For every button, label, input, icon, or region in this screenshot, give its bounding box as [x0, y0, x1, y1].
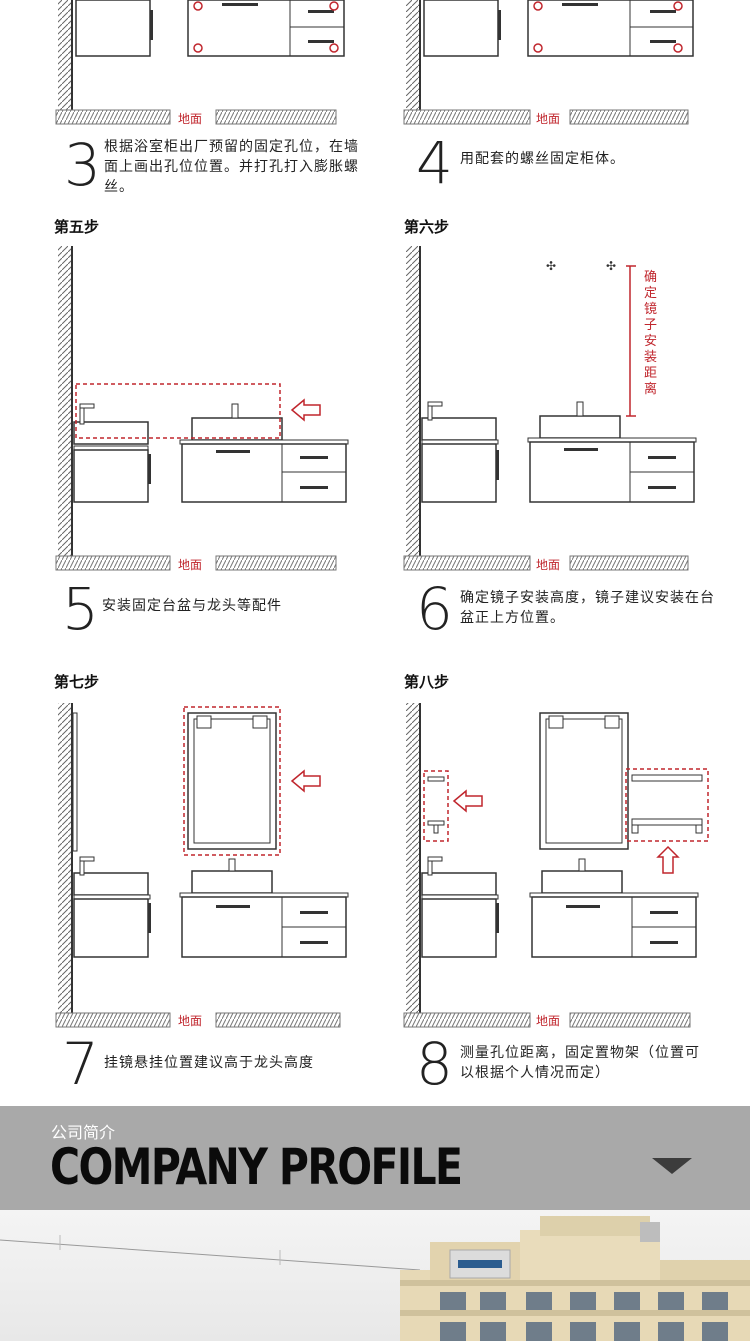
step-description: 挂镜悬挂位置建议高于龙头高度 [104, 1055, 314, 1071]
floor-label: 地面 [536, 558, 561, 572]
floor-label: 地面 [178, 1014, 203, 1028]
step-4-panel: 地面 4 用配套的螺丝固定柜体。 [400, 0, 740, 440]
step-8-panel: 第八步 [400, 665, 740, 1105]
company-building-photo [0, 1210, 750, 1341]
floor-label: 地面 [178, 558, 203, 572]
step-description: 确定镜子安装高度，镜子建议安装在台盆正上方位置。 [460, 590, 715, 626]
step-6-panel: 第六步 ✣ ✣ 确定镜子安装距离 地面 6 确定镜子安装高度，镜子建议安装在台盆… [400, 210, 740, 650]
step-3-panel: 地面 3 根据浴室柜出厂预留的固定孔位，在墙面上画出孔位位置。并打孔打入膨胀螺丝… [50, 0, 390, 440]
step-7-drawing [55, 703, 349, 1028]
step-number: 7 [62, 1030, 99, 1098]
step-title: 第六步 [404, 218, 450, 236]
step-number: 6 [416, 575, 453, 643]
step-3-drawing [55, 0, 345, 125]
step-title: 第五步 [54, 218, 100, 236]
step-5-panel: 第五步 地面 5 安装固定台盆与龙头等配件 [50, 210, 390, 650]
company-profile-banner [0, 1106, 750, 1210]
step-title: 第八步 [404, 673, 450, 691]
step-number: 4 [416, 129, 453, 197]
company-profile-subtitle: 公司简介 [51, 1123, 116, 1142]
floor-label: 地面 [536, 112, 561, 126]
step-title: 第七步 [54, 673, 100, 691]
step-number: 3 [64, 131, 101, 199]
svg-text:✣: ✣ [606, 259, 616, 273]
step-description: 用配套的螺丝固定柜体。 [460, 151, 625, 167]
svg-text:✣: ✣ [546, 259, 556, 273]
step-4-drawing [403, 0, 694, 125]
step-description: 测量孔位距离，固定置物架（位置可以根据个人情况而定） [460, 1045, 700, 1081]
step-description: 安装固定台盆与龙头等配件 [102, 598, 282, 614]
chevron-down-icon [652, 1158, 692, 1174]
floor-label: 地面 [178, 112, 203, 126]
step-7-panel: 第七步 地面 7 挂镜悬挂位置建议高于龙头高度 [50, 665, 390, 1105]
step-number: 5 [62, 575, 99, 643]
step-8-drawing [403, 703, 709, 1028]
step-6-drawing: ✣ ✣ [403, 246, 697, 571]
step-description: 根据浴室柜出厂预留的固定孔位，在墙面上画出孔位位置。并打孔打入膨胀螺丝。 [104, 139, 359, 195]
company-profile-title: COMPANY PROFILE [50, 1138, 463, 1196]
step-5-drawing [55, 246, 349, 571]
floor-label: 地面 [536, 1014, 561, 1028]
building-illustration [0, 1216, 750, 1341]
step-number: 8 [416, 1030, 453, 1098]
mirror-distance-label: 确定镜子安装距离 [644, 270, 658, 397]
